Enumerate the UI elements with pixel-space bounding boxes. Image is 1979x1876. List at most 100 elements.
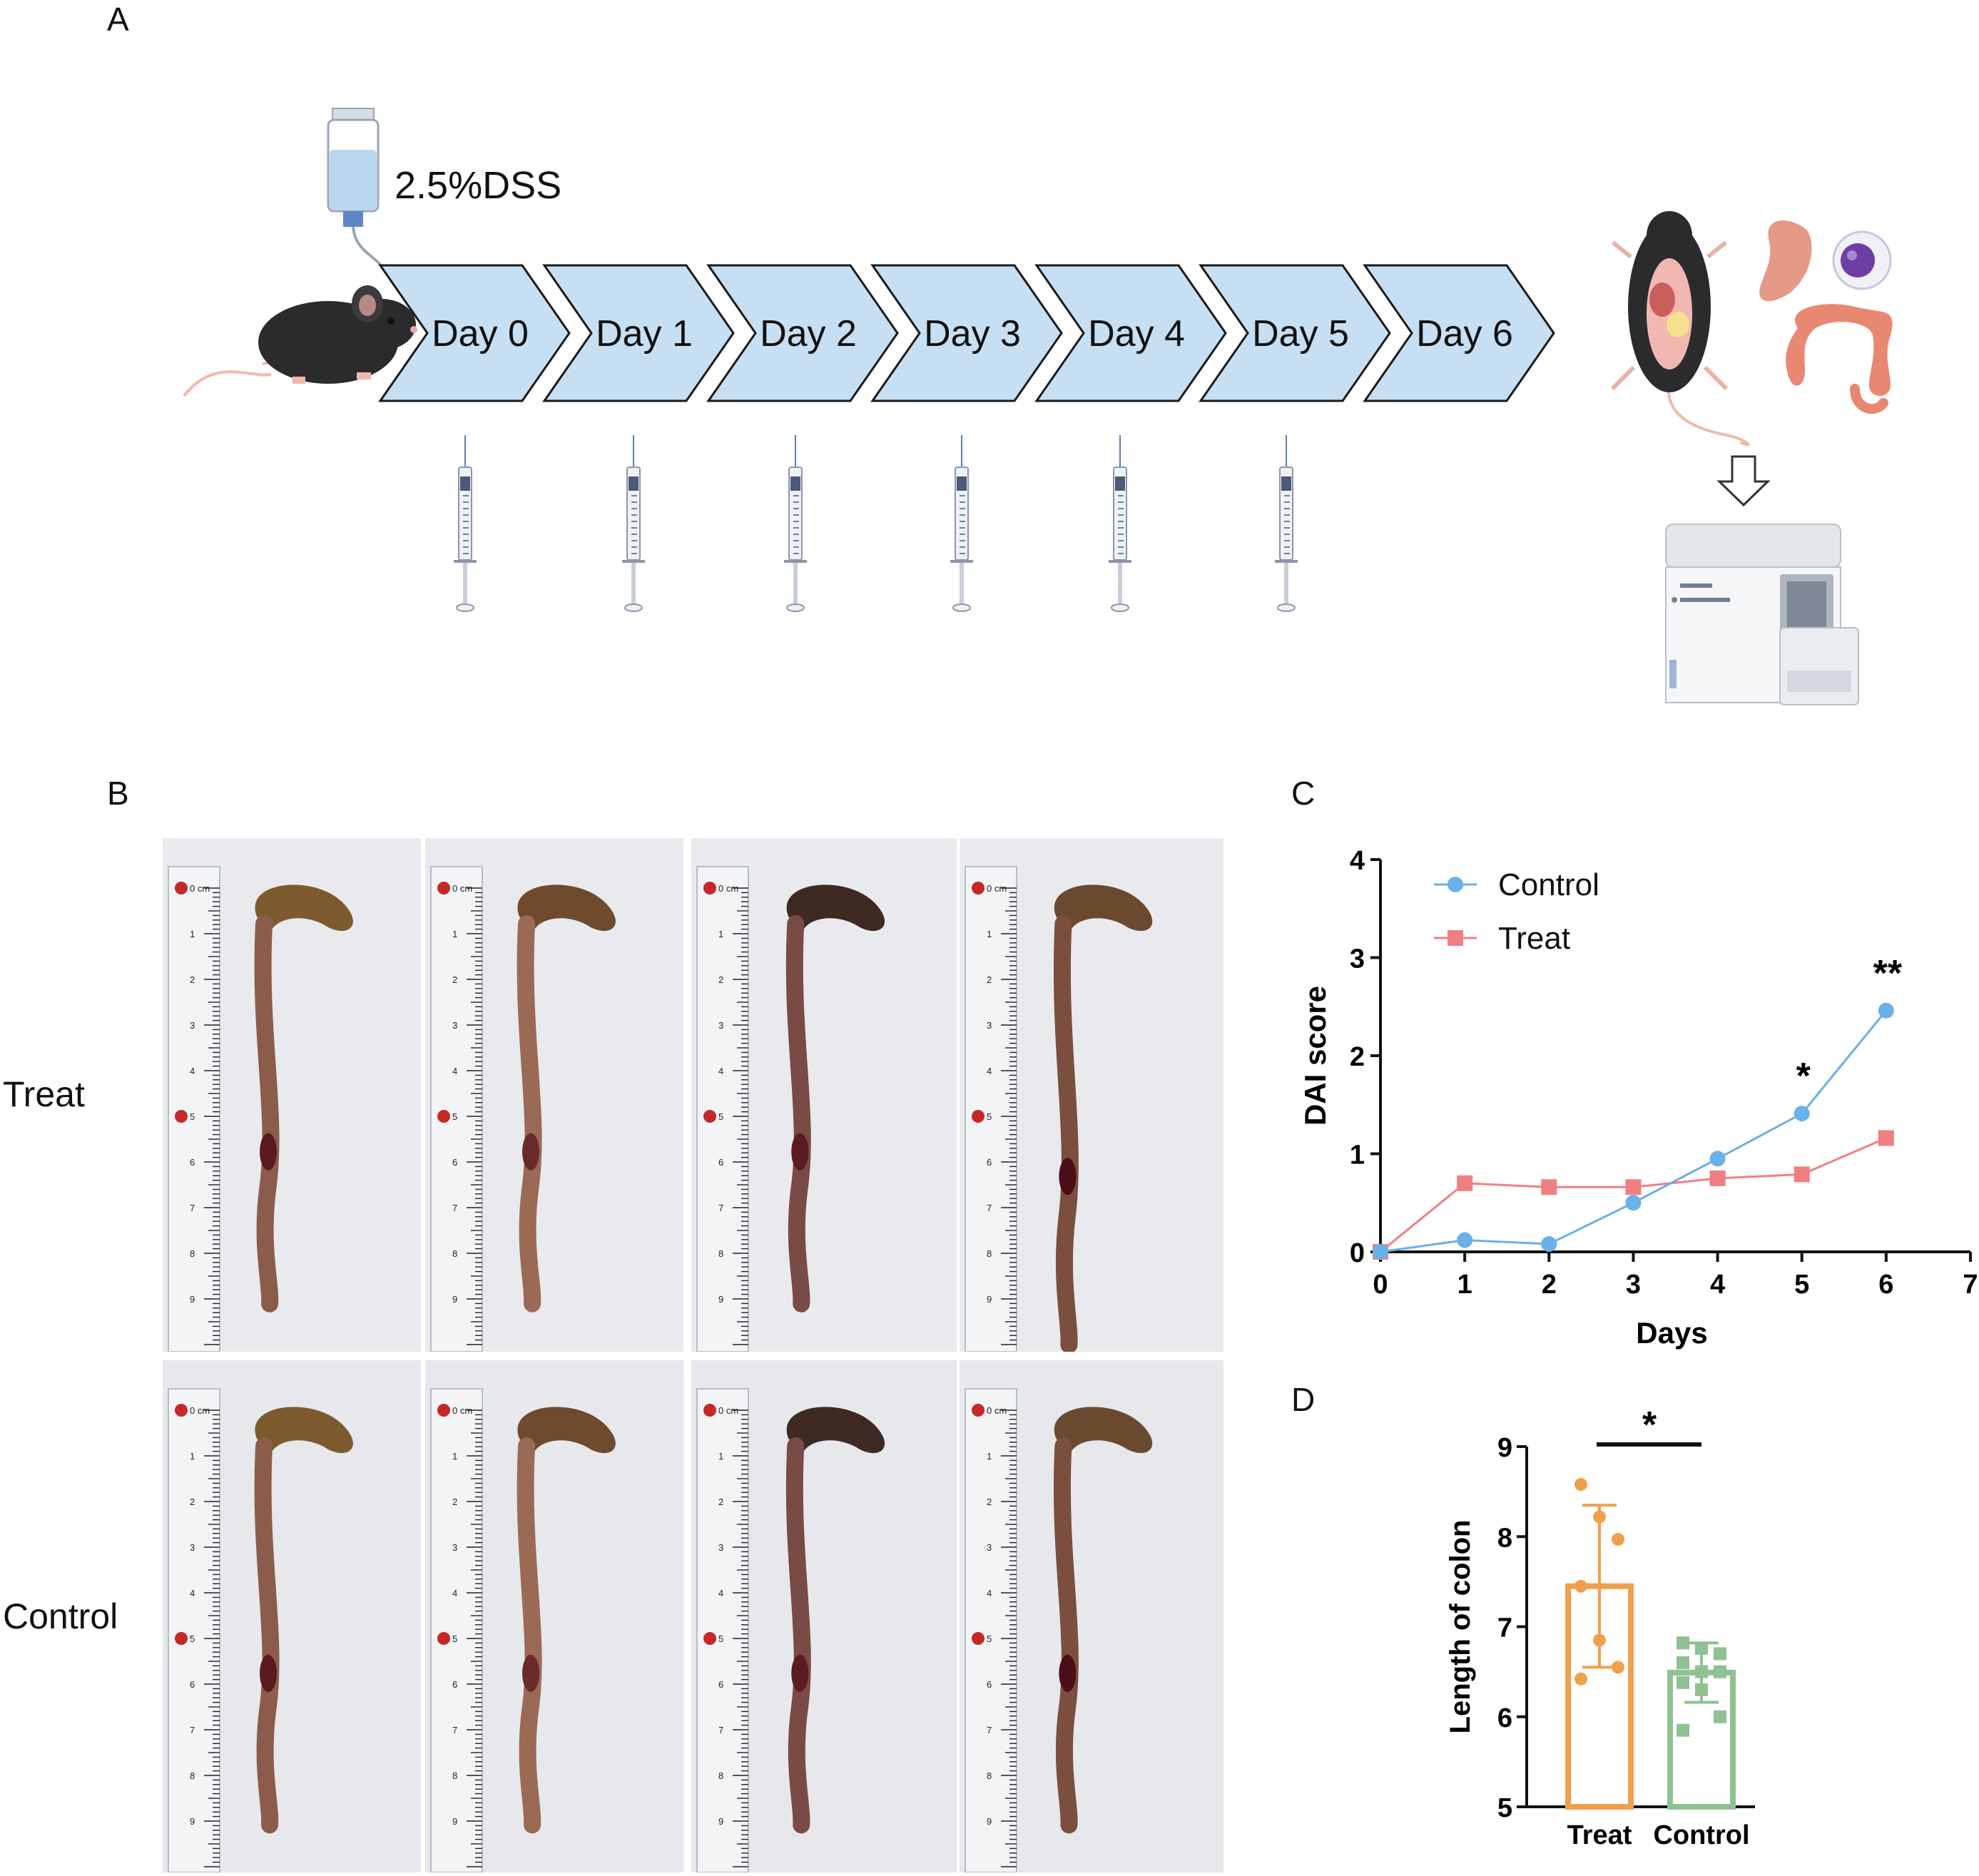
svg-text:7: 7 (718, 1725, 723, 1735)
svg-text:3: 3 (987, 1542, 992, 1553)
svg-text:9: 9 (190, 1816, 195, 1827)
legend-marker (1448, 877, 1463, 892)
svg-text:1: 1 (190, 1451, 195, 1462)
svg-text:6: 6 (718, 1157, 723, 1168)
svg-text:1: 1 (452, 929, 457, 939)
svg-text:3: 3 (718, 1020, 723, 1031)
data-point (1593, 1633, 1606, 1647)
data-point (1714, 1710, 1726, 1723)
colon-specimen (254, 885, 353, 1312)
svg-text:5: 5 (718, 1633, 723, 1644)
point-control (1878, 1002, 1894, 1019)
svg-text:8: 8 (987, 1248, 992, 1259)
svg-text:7: 7 (190, 1725, 195, 1735)
y-tick-label: 0 (1350, 1238, 1365, 1268)
svg-text:2: 2 (452, 974, 457, 985)
x-tick-label: 7 (1963, 1270, 1978, 1300)
point-control (1373, 1244, 1388, 1260)
svg-text:7: 7 (190, 1203, 195, 1213)
svg-text:4: 4 (190, 1066, 195, 1076)
svg-text:6: 6 (452, 1157, 457, 1168)
data-point (1612, 1661, 1624, 1674)
day-chevron (542, 264, 735, 402)
x-tick-label: Treat (1567, 1820, 1632, 1850)
y-tick-label: 3 (1350, 944, 1365, 974)
spleen-icon (1759, 220, 1812, 302)
point-treat (1625, 1179, 1642, 1196)
svg-text:3: 3 (987, 1020, 992, 1031)
svg-text:8: 8 (452, 1248, 457, 1259)
svg-text:0 cm: 0 cm (987, 1405, 1007, 1416)
day-label: Day 1 (596, 313, 693, 355)
svg-text:1: 1 (718, 929, 723, 939)
svg-text:4: 4 (987, 1588, 992, 1599)
panel-label-c: C (1291, 775, 1316, 812)
dss-label: 2.5%DSS (395, 164, 561, 207)
mouse-icon (183, 285, 417, 397)
x-axis-label: Days (1636, 1316, 1707, 1350)
svg-text:6: 6 (987, 1157, 992, 1168)
y-tick-label: 1 (1350, 1141, 1365, 1171)
svg-text:3: 3 (718, 1542, 723, 1553)
svg-text:3: 3 (452, 1542, 457, 1553)
day-chevron (378, 264, 571, 402)
colon-specimen (517, 1407, 616, 1834)
day-chevron (1199, 264, 1391, 402)
y-axis-label: DAI score (1298, 986, 1332, 1126)
svg-text:0 cm: 0 cm (987, 883, 1007, 894)
day-label: Day 3 (924, 313, 1021, 355)
significance-marker: * (1796, 1056, 1811, 1097)
svg-text:9: 9 (452, 1816, 457, 1827)
colon-specimen (254, 1407, 353, 1834)
flow-cytometer-icon (1665, 524, 1859, 705)
svg-text:4: 4 (190, 1588, 195, 1599)
panel-label-b: B (107, 775, 129, 812)
svg-text:3: 3 (190, 1020, 195, 1031)
svg-text:0 cm: 0 cm (452, 883, 472, 894)
svg-text:1: 1 (452, 1451, 457, 1462)
svg-text:7: 7 (452, 1203, 457, 1213)
svg-text:0 cm: 0 cm (190, 1405, 210, 1416)
data-point (1695, 1683, 1708, 1696)
svg-text:8: 8 (190, 1248, 195, 1259)
svg-text:4: 4 (718, 1588, 723, 1599)
svg-text:2: 2 (190, 974, 195, 985)
svg-text:5: 5 (987, 1633, 992, 1644)
svg-text:6: 6 (718, 1679, 723, 1690)
data-point (1677, 1676, 1689, 1689)
x-tick-label: 6 (1878, 1270, 1893, 1300)
point-control (1625, 1195, 1642, 1211)
svg-text:8: 8 (718, 1770, 723, 1781)
svg-text:0 cm: 0 cm (452, 1405, 472, 1416)
svg-text:1: 1 (987, 1451, 992, 1462)
data-point (1695, 1641, 1708, 1655)
day-chevron (1363, 264, 1555, 402)
svg-text:0 cm: 0 cm (190, 883, 210, 894)
y-tick-label: 9 (1497, 1433, 1512, 1463)
svg-text:2: 2 (987, 1497, 992, 1507)
row-label-treat: Treat (3, 1074, 85, 1114)
colon-specimen (785, 885, 885, 1312)
y-tick-label: 2 (1350, 1042, 1365, 1072)
data-point (1695, 1665, 1708, 1678)
svg-text:4: 4 (452, 1588, 457, 1599)
svg-text:8: 8 (452, 1770, 457, 1781)
svg-text:5: 5 (452, 1633, 457, 1644)
data-point (1677, 1723, 1689, 1737)
svg-text:2: 2 (718, 1497, 723, 1507)
svg-text:0 cm: 0 cm (718, 1405, 738, 1416)
day-label: Day 0 (432, 313, 529, 355)
svg-text:6: 6 (190, 1679, 195, 1690)
svg-text:1: 1 (718, 1451, 723, 1462)
day-chevron (1034, 264, 1227, 402)
point-treat (1878, 1130, 1894, 1146)
